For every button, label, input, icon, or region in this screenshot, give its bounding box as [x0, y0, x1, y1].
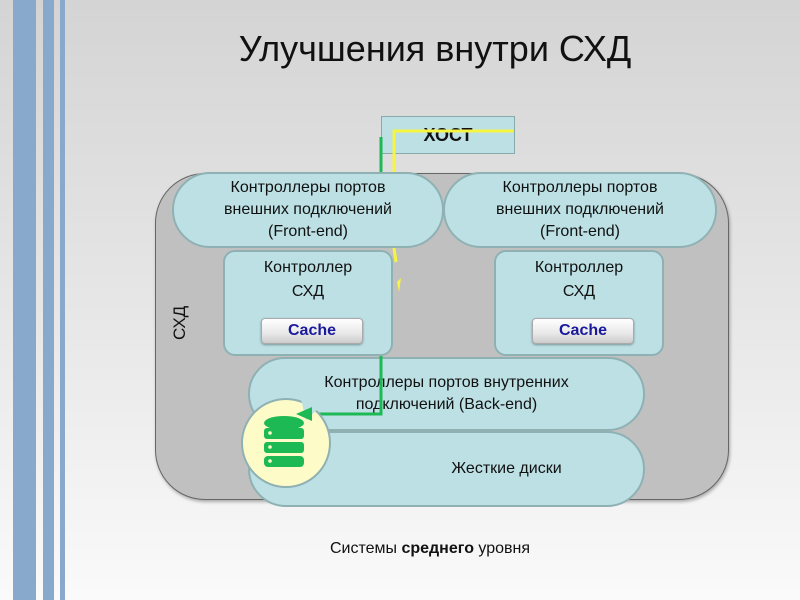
front-end-line1: Контроллеры портов [502, 179, 658, 196]
green-path-bottom [300, 356, 383, 416]
storage-controller-1: Контроллер СХД [223, 250, 393, 356]
slide-caption: Системы среднего уровня [0, 540, 800, 558]
front-end-controller-1: Контроллеры портов внешних подключений (… [172, 172, 444, 248]
controller-line2: СХД [562, 283, 596, 300]
yellow-arrow-mark [397, 278, 401, 292]
front-end-line2: внешних подключений [496, 201, 664, 218]
host-box: ХОСТ [381, 116, 515, 154]
decor-stripe [60, 0, 65, 600]
caption-bold: среднего [401, 540, 474, 557]
decor-stripe [13, 0, 36, 600]
front-end-line1: Контроллеры портов [230, 179, 386, 196]
yellow-path-segment [392, 247, 398, 263]
back-end-line1: Контроллеры портов внутренних [324, 374, 569, 391]
front-end-controller-2: Контроллеры портов внешних подключений (… [443, 172, 717, 248]
yellow-path [392, 129, 513, 172]
hard-disks-label: Жесткие диски [451, 460, 562, 477]
decor-stripe [43, 0, 54, 600]
back-end-line2: подключений (Back-end) [355, 396, 538, 413]
front-end-line3: (Front-end) [539, 223, 621, 240]
green-arrowhead [296, 407, 312, 421]
cache-button-1: Cache [261, 318, 363, 344]
database-icon [264, 416, 304, 467]
caption-suffix: уровня [473, 540, 531, 557]
back-end-controller: Контроллеры портов внутренних подключени… [248, 357, 645, 431]
controller-line1: Контроллер [534, 259, 624, 276]
controller-line1: Контроллер [263, 259, 353, 276]
cache-button-2: Cache [532, 318, 634, 344]
front-end-line3: (Front-end) [267, 223, 349, 240]
slide-title: Улучшения внутри СХД [238, 28, 632, 69]
front-end-line2: внешних подключений [224, 201, 392, 218]
caption-prefix: Системы [329, 540, 402, 557]
controller-line2: СХД [291, 283, 325, 300]
